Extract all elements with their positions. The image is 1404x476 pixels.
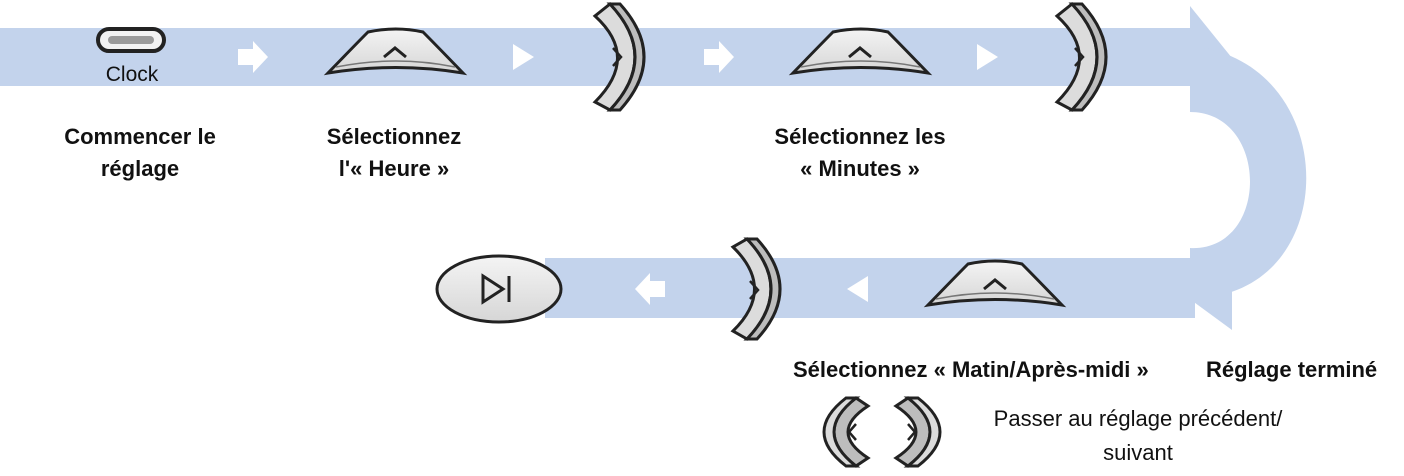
direction-arrow-icon bbox=[847, 276, 868, 302]
up-arc-key-icon bbox=[923, 259, 1067, 308]
direction-arrow-icon bbox=[977, 44, 998, 70]
step-start-label-line1: Commencer le bbox=[64, 124, 216, 149]
direction-arrows bbox=[238, 41, 998, 305]
left-arc-key-icon bbox=[822, 396, 871, 468]
step-minutes-label-line1: Sélectionnez les bbox=[774, 124, 946, 149]
right-arc-key-icon bbox=[592, 1, 646, 112]
up-arc-key-icon bbox=[323, 27, 468, 76]
legend-label-line1: Passer au réglage précédent/ bbox=[993, 406, 1283, 431]
legend-label-line2: suivant bbox=[1103, 440, 1173, 465]
step-done-label: Réglage terminé bbox=[1206, 357, 1378, 382]
right-arc-key-icon bbox=[893, 396, 942, 468]
clock-key-icon bbox=[96, 27, 166, 53]
right-arc-key-icon bbox=[1054, 1, 1108, 112]
direction-arrow-icon bbox=[238, 41, 268, 73]
u-turn-band bbox=[1190, 46, 1307, 299]
play-pause-key-icon bbox=[435, 254, 563, 324]
direction-arrow-icon bbox=[635, 273, 665, 305]
bottom-band bbox=[1172, 232, 1232, 330]
direction-arrow-icon bbox=[513, 44, 534, 70]
right-arc-key-icon bbox=[730, 237, 782, 341]
step-minutes-label-line2: « Minutes » bbox=[800, 156, 920, 181]
step-ampm-label: Sélectionnez « Matin/Après-midi » bbox=[793, 357, 1149, 382]
up-arc-key-icon bbox=[788, 27, 933, 76]
clock-key-label: Clock bbox=[105, 63, 159, 86]
direction-arrow-icon bbox=[704, 41, 734, 73]
step-start-label-line2: réglage bbox=[100, 156, 180, 181]
step-hour-label-line2: l'« Heure » bbox=[338, 156, 450, 181]
step-hour-label-line1: Sélectionnez bbox=[326, 124, 462, 149]
